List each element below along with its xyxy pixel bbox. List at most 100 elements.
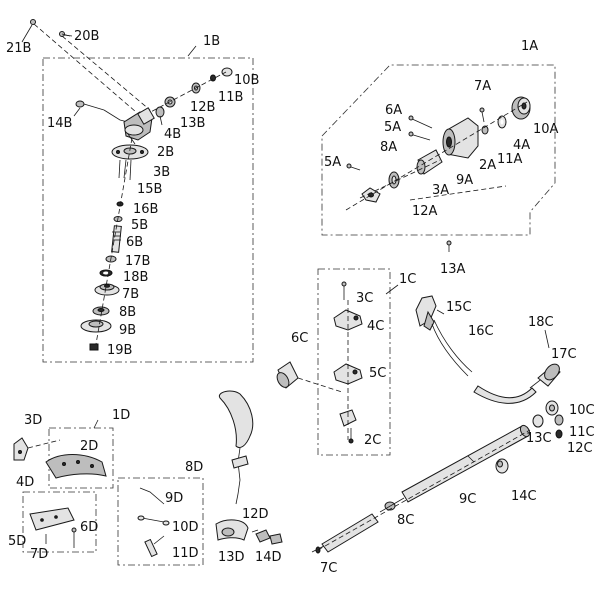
part-4b-gear (155, 106, 165, 118)
part-13a-screw (446, 240, 452, 252)
part-15b-bolt (118, 159, 132, 181)
label-11a: 11A (497, 152, 523, 167)
group-d-guard-tools: 3D 1D 2D 4D 8D 9D 6D 10D 5D 7D 11D 12D 1… (8, 390, 283, 566)
group-a-clutch-housing: 1A 7A 6A 5A 8A 10A 4A 2A 11A 9A 5A 3A 12… (321, 39, 559, 277)
label-4c: 4C (367, 319, 384, 334)
label-6b: 6B (126, 235, 143, 250)
label-5a-upper: 5A (384, 120, 401, 135)
label-17c: 17C (551, 347, 577, 362)
part-14d-safety-glasses (251, 529, 283, 545)
label-6a: 6A (385, 103, 402, 118)
label-1d: 1D (112, 408, 130, 423)
label-3d: 3D (24, 413, 42, 428)
label-16b: 16B (133, 202, 158, 217)
part-9d-hex-key (139, 487, 165, 505)
label-3b: 3B (153, 165, 170, 180)
label-5b: 5B (131, 218, 148, 233)
part-3a-sleeve (416, 149, 443, 175)
part-20b-screw (59, 31, 73, 37)
label-3c: 3C (356, 291, 373, 306)
part-16b-washer (116, 201, 124, 207)
label-11b: 11B (218, 90, 243, 105)
label-18c: 18C (528, 315, 554, 330)
part-16c-throttle-cable (431, 323, 469, 377)
label-8a: 8A (380, 140, 397, 155)
part-6b-shaft (111, 225, 122, 253)
label-13b: 13B (180, 116, 205, 131)
group-d-tools-frame (117, 477, 204, 566)
label-21b: 21B (6, 41, 31, 56)
label-5a-lower: 5A (324, 155, 341, 170)
label-1c: 1C (399, 272, 416, 287)
part-2c-clip (339, 409, 357, 444)
label-8b: 8B (119, 305, 136, 320)
label-17b: 17B (125, 254, 150, 269)
label-14d: 14D (255, 550, 282, 565)
group-b-gear-head: 21B 20B 1B 10B 11B 12B 13B 14B 4B 2B 3B … (6, 19, 259, 363)
label-10d: 10D (172, 520, 199, 535)
label-3a: 3A (432, 183, 449, 198)
label-11c: 11C (569, 425, 595, 440)
label-8d: 8D (185, 460, 203, 475)
label-10b: 10B (234, 73, 259, 88)
part-7a-screw (479, 107, 485, 123)
label-12d: 12D (242, 507, 269, 522)
part-2a-clutch-case (442, 117, 479, 159)
group-d-cover-frame (22, 491, 97, 553)
label-7b: 7B (122, 287, 139, 302)
label-9a: 9A (456, 173, 473, 188)
label-20b: 20B (74, 29, 99, 44)
part-5a-screw-lower (346, 163, 361, 171)
part-6d-bolt (71, 527, 77, 548)
part-10c-bushing (545, 400, 559, 416)
label-7c: 7C (320, 561, 337, 576)
part-14c-coupler (495, 458, 509, 474)
label-12a: 12A (412, 204, 438, 219)
part-13d-goggles (215, 519, 249, 541)
label-4b: 4B (164, 127, 181, 142)
part-9b-cover-plate (80, 319, 112, 333)
part-19b-nut (89, 343, 99, 351)
part-18b-ring (99, 269, 113, 277)
group-b-frame (42, 57, 254, 363)
label-15b: 15B (137, 182, 162, 197)
label-6d: 6D (80, 520, 98, 535)
label-13a: 13A (440, 262, 466, 277)
part-2d-guard (45, 454, 107, 479)
part-12d-shoulder-harness (218, 390, 254, 505)
label-9c: 9C (459, 492, 476, 507)
label-2c: 2C (364, 433, 381, 448)
label-2d: 2D (80, 439, 98, 454)
label-1a: 1A (521, 39, 538, 54)
label-7a: 7A (474, 79, 491, 94)
label-8c: 8C (397, 513, 414, 528)
label-5d: 5D (8, 534, 26, 549)
part-2b-gear-case (123, 107, 155, 141)
label-9d: 9D (165, 491, 183, 506)
label-19b: 19B (107, 343, 132, 358)
part-17c-grip (537, 363, 561, 387)
part-6c-grip-sleeve (276, 361, 299, 389)
label-7d: 7D (30, 547, 48, 562)
part-5a-screw-upper (408, 131, 431, 141)
part-3c-screw (341, 281, 347, 300)
group-c-shaft-handle: 1C 3C 15C 4C 16C 18C 6C 17C 5C 10C 11C 1… (276, 268, 595, 576)
label-10a: 10A (533, 122, 559, 137)
part-10a-bearing-cap (511, 96, 531, 120)
label-1b: 1B (203, 34, 220, 49)
label-14c: 14C (511, 489, 537, 504)
part-10d-spanner (137, 515, 170, 526)
group-d-guard-frame (48, 427, 114, 489)
part-7b-blade-holder (94, 283, 120, 296)
label-15c: 15C (446, 300, 472, 315)
part-18c-loop-handle (473, 373, 549, 404)
part-21b-screw (30, 19, 36, 25)
label-4a: 4A (513, 138, 530, 153)
part-10b-cap (221, 67, 233, 77)
label-14b: 14B (47, 116, 72, 131)
label-10c: 10C (569, 403, 595, 418)
part-13c-collar (532, 414, 544, 428)
group-c-frame (317, 268, 391, 456)
part-5d-cover (29, 507, 75, 531)
part-3b-holder-plate (111, 144, 149, 160)
